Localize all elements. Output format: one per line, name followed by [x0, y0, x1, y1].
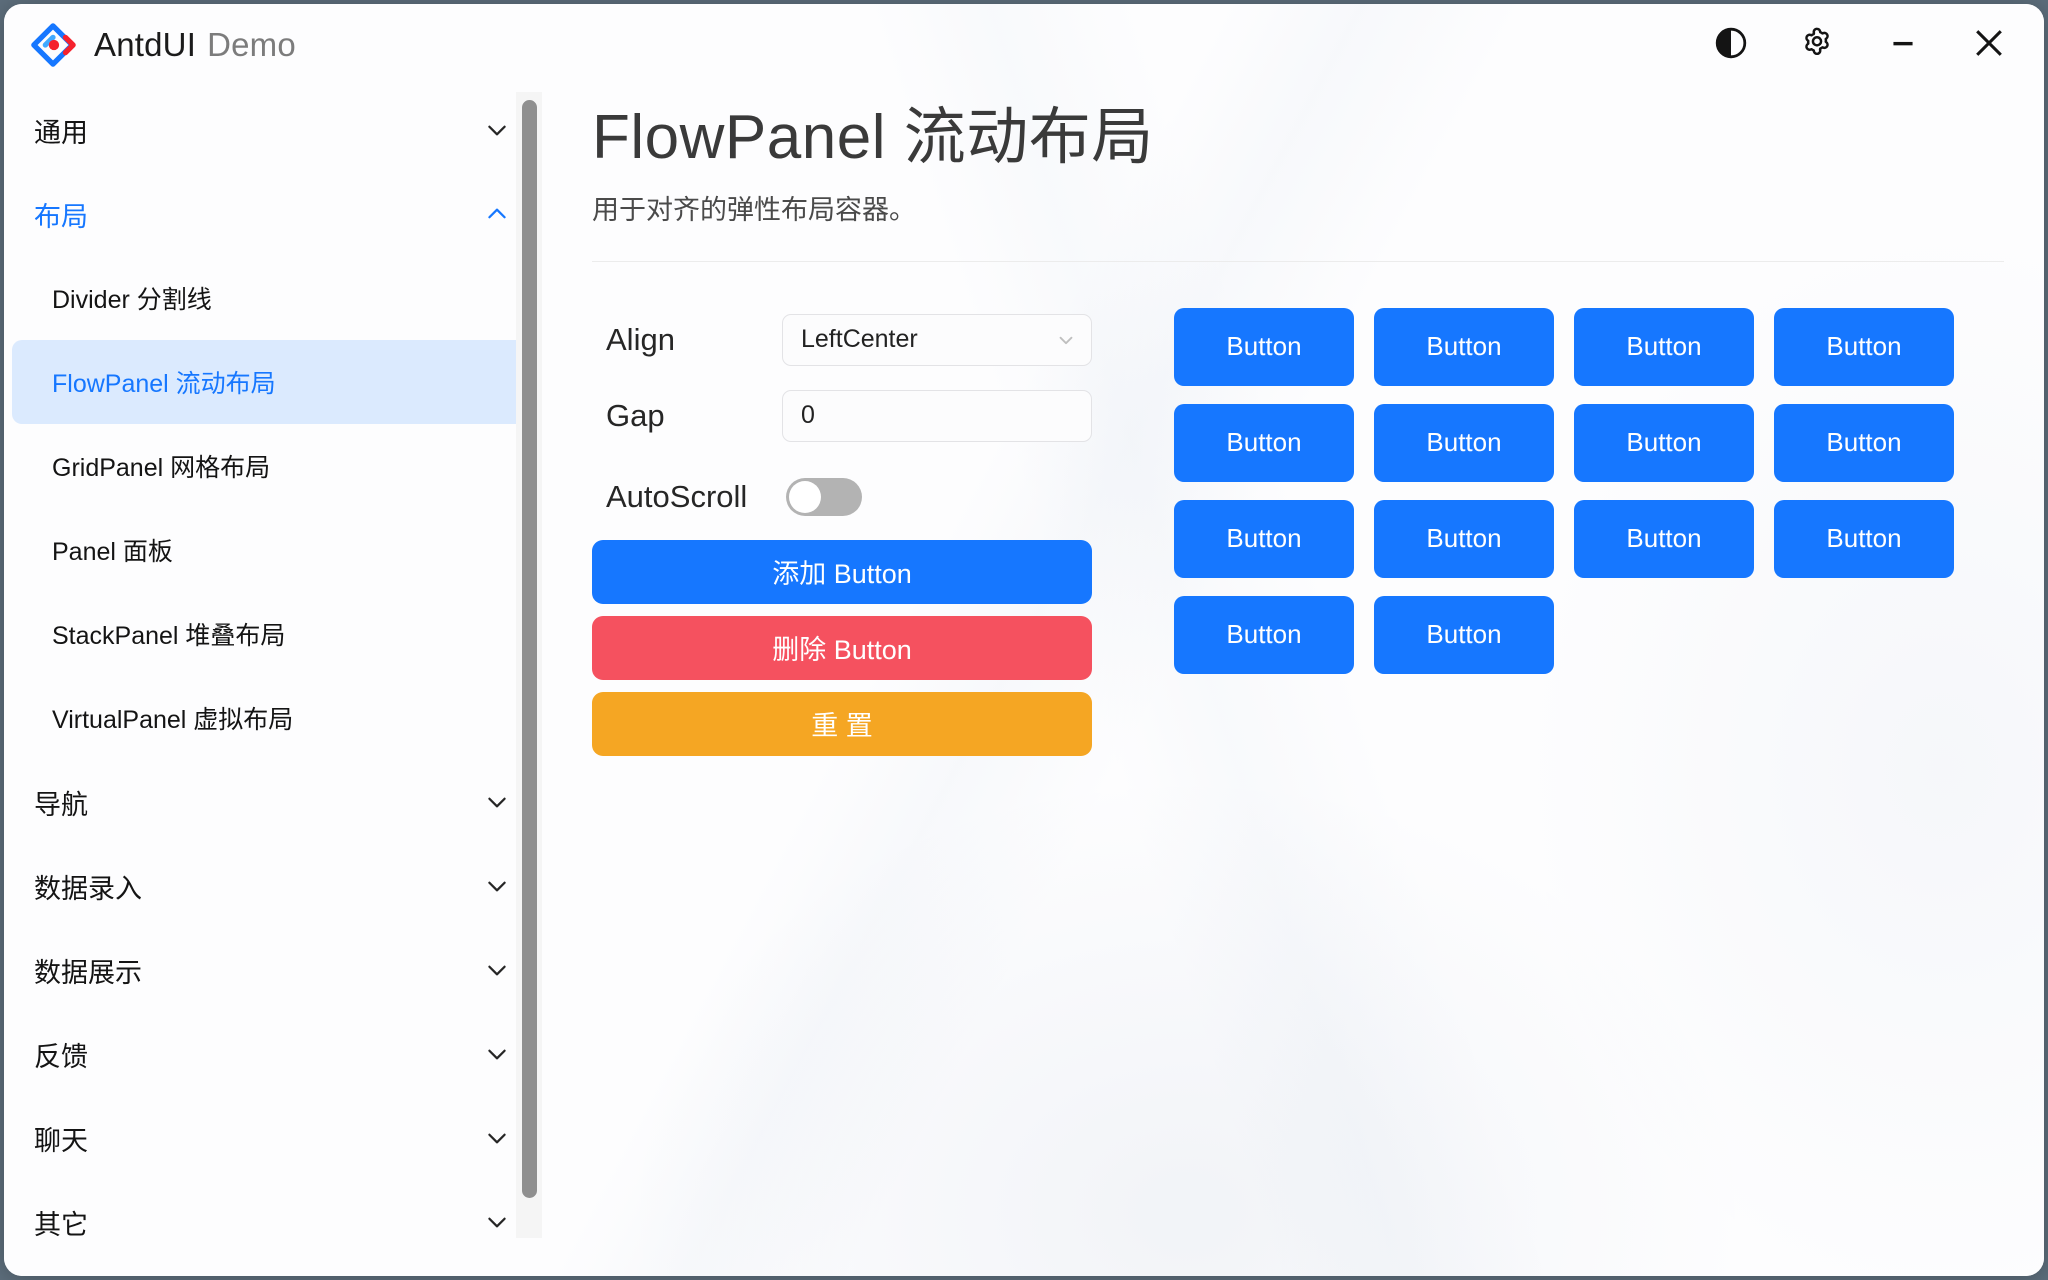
- theme-toggle-button[interactable]: [1688, 14, 1774, 76]
- autoscroll-toggle-knob: [789, 480, 821, 513]
- sidebar: 通用 布局 Divider 分割线 FlowPanel 流动布局: [4, 86, 548, 1276]
- sidebar-group-label: 其它: [34, 1209, 88, 1240]
- sidebar-group-label: 通用: [34, 117, 88, 148]
- sidebar-group-label: 反馈: [34, 1041, 88, 1072]
- sidebar-group-navigation[interactable]: 导航: [4, 760, 548, 844]
- sidebar-scrollbar-track[interactable]: [516, 92, 542, 1238]
- contrast-theme-icon: [1714, 26, 1748, 65]
- flow-panel-pane: Button Button Button Button Button Butto…: [1092, 302, 2004, 768]
- flow-button[interactable]: Button: [1374, 595, 1554, 674]
- sidebar-scrollbar-thumb[interactable]: [522, 100, 537, 1198]
- app-body: 通用 布局 Divider 分割线 FlowPanel 流动布局: [4, 86, 2044, 1276]
- add-button-button[interactable]: 添加 Button: [592, 539, 1092, 604]
- flow-panel: Button Button Button Button Button Butto…: [1174, 307, 1982, 674]
- chevron-down-icon: [484, 1209, 510, 1235]
- antdui-diamond-logo-icon: [30, 22, 76, 68]
- sidebar-group-feedback[interactable]: 反馈: [4, 1012, 548, 1096]
- chevron-down-icon: [484, 957, 510, 983]
- main-content: FlowPanel 流动布局 用于对齐的弹性布局容器。 Align LeftCe…: [548, 86, 2044, 1276]
- sidebar-item-divider[interactable]: Divider 分割线: [12, 256, 540, 340]
- sidebar-group-others[interactable]: 其它: [4, 1180, 548, 1264]
- flow-button[interactable]: Button: [1174, 499, 1354, 578]
- minimize-button[interactable]: [1860, 14, 1946, 76]
- gap-input-value: 0: [801, 401, 815, 430]
- sidebar-item-flowpanel[interactable]: FlowPanel 流动布局: [12, 340, 540, 424]
- sidebar-item-label: Panel 面板: [52, 538, 173, 566]
- chevron-down-icon: [1055, 329, 1077, 351]
- controls-pane: Align LeftCenter Gap 0: [592, 302, 1092, 768]
- chevron-down-icon: [484, 873, 510, 899]
- flow-button[interactable]: Button: [1374, 403, 1554, 482]
- flow-button[interactable]: Button: [1774, 307, 1954, 386]
- sidebar-group-chat[interactable]: 聊天: [4, 1096, 548, 1180]
- minimize-icon: [1886, 26, 1920, 65]
- settings-button[interactable]: [1774, 14, 1860, 76]
- align-field-row: Align LeftCenter: [592, 302, 1092, 378]
- sidebar-item-virtualpanel[interactable]: VirtualPanel 虚拟布局: [12, 676, 540, 760]
- chevron-up-icon: [484, 201, 510, 227]
- app-subtitle: Demo: [207, 26, 296, 63]
- flow-button[interactable]: Button: [1574, 403, 1754, 482]
- flow-button[interactable]: Button: [1574, 307, 1754, 386]
- sidebar-item-gridpanel[interactable]: GridPanel 网格布局: [12, 424, 540, 508]
- autoscroll-label: AutoScroll: [606, 478, 748, 514]
- align-label: Align: [606, 321, 675, 357]
- flow-button[interactable]: Button: [1374, 307, 1554, 386]
- sidebar-item-label: GridPanel 网格布局: [52, 454, 271, 482]
- title-bar: AntdUI Demo: [4, 4, 2044, 86]
- flow-button[interactable]: Button: [1774, 403, 1954, 482]
- page-title: FlowPanel 流动布局: [592, 103, 1154, 172]
- reset-button[interactable]: 重 置: [592, 691, 1092, 756]
- sidebar-group-general[interactable]: 通用: [4, 88, 548, 172]
- sidebar-group-data-entry[interactable]: 数据录入: [4, 844, 548, 928]
- gap-field-row: Gap 0: [592, 378, 1092, 454]
- close-button[interactable]: [1946, 14, 2032, 76]
- sidebar-group-label: 聊天: [34, 1125, 88, 1156]
- flow-button[interactable]: Button: [1174, 307, 1354, 386]
- demo-area: Align LeftCenter Gap 0: [592, 302, 2004, 768]
- sidebar-group-label: 数据录入: [34, 873, 142, 904]
- gear-icon: [1799, 25, 1835, 66]
- sidebar-group-layout[interactable]: 布局: [4, 172, 548, 256]
- flow-button[interactable]: Button: [1174, 403, 1354, 482]
- align-select-value: LeftCenter: [801, 325, 918, 354]
- sidebar-item-label: StackPanel 堆叠布局: [52, 622, 286, 650]
- sidebar-item-panel[interactable]: Panel 面板: [12, 508, 540, 592]
- autoscroll-toggle[interactable]: [786, 477, 862, 516]
- close-icon: [1970, 24, 2008, 67]
- flow-button[interactable]: Button: [1574, 499, 1754, 578]
- delete-button-button[interactable]: 删除 Button: [592, 615, 1092, 680]
- flow-button[interactable]: Button: [1174, 595, 1354, 674]
- gap-input[interactable]: 0: [782, 389, 1092, 442]
- sidebar-item-label: Divider 分割线: [52, 286, 212, 314]
- app-name: AntdUI: [94, 26, 197, 63]
- sidebar-nav-list: 通用 布局 Divider 分割线 FlowPanel 流动布局: [4, 88, 548, 1264]
- sidebar-group-label: 数据展示: [34, 957, 142, 988]
- app-title: AntdUI Demo: [94, 26, 296, 64]
- align-select[interactable]: LeftCenter: [782, 313, 1092, 366]
- chevron-down-icon: [484, 117, 510, 143]
- app-window: AntdUI Demo: [4, 4, 2044, 1276]
- chevron-down-icon: [484, 1125, 510, 1151]
- flow-button[interactable]: Button: [1774, 499, 1954, 578]
- sidebar-group-label: 导航: [34, 789, 88, 820]
- sidebar-item-label: FlowPanel 流动布局: [52, 370, 276, 398]
- gap-label: Gap: [606, 397, 665, 433]
- sidebar-item-stackpanel[interactable]: StackPanel 堆叠布局: [12, 592, 540, 676]
- flow-button[interactable]: Button: [1374, 499, 1554, 578]
- chevron-down-icon: [484, 789, 510, 815]
- sidebar-group-label: 布局: [34, 201, 88, 232]
- page-description: 用于对齐的弹性布局容器。: [592, 194, 916, 225]
- autoscroll-field-row: AutoScroll: [592, 454, 1092, 540]
- chevron-down-icon: [484, 1041, 510, 1067]
- sidebar-group-data-display[interactable]: 数据展示: [4, 928, 548, 1012]
- sidebar-item-label: VirtualPanel 虚拟布局: [52, 706, 294, 734]
- header-divider: [592, 260, 2004, 262]
